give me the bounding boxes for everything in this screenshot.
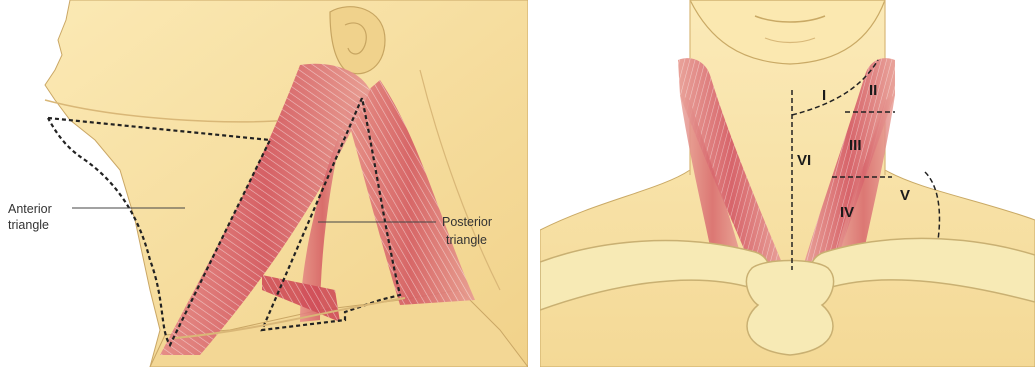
frontal-neck-figure: I II III IV V VI [540,0,1035,367]
level-VI-label: VI [797,152,811,169]
level-I-label: I [822,87,826,104]
sternum-bone [746,261,833,356]
anterior-label-line1: Anterior [8,202,52,216]
anterior-label-line2: triangle [8,218,49,232]
level-V-label: V [900,187,910,204]
lateral-neck-illustration: Anterior triangle Posterior triangle [0,0,528,367]
level-III-label: III [849,137,862,154]
level-IV-label: IV [840,204,854,221]
neck-levels-illustration: I II III IV V VI [540,0,1035,367]
posterior-label-line2: triangle [446,233,487,247]
lateral-neck-figure: Anterior triangle Posterior triangle [0,0,528,367]
posterior-label-line1: Posterior [442,215,492,229]
level-II-label: II [869,82,877,99]
